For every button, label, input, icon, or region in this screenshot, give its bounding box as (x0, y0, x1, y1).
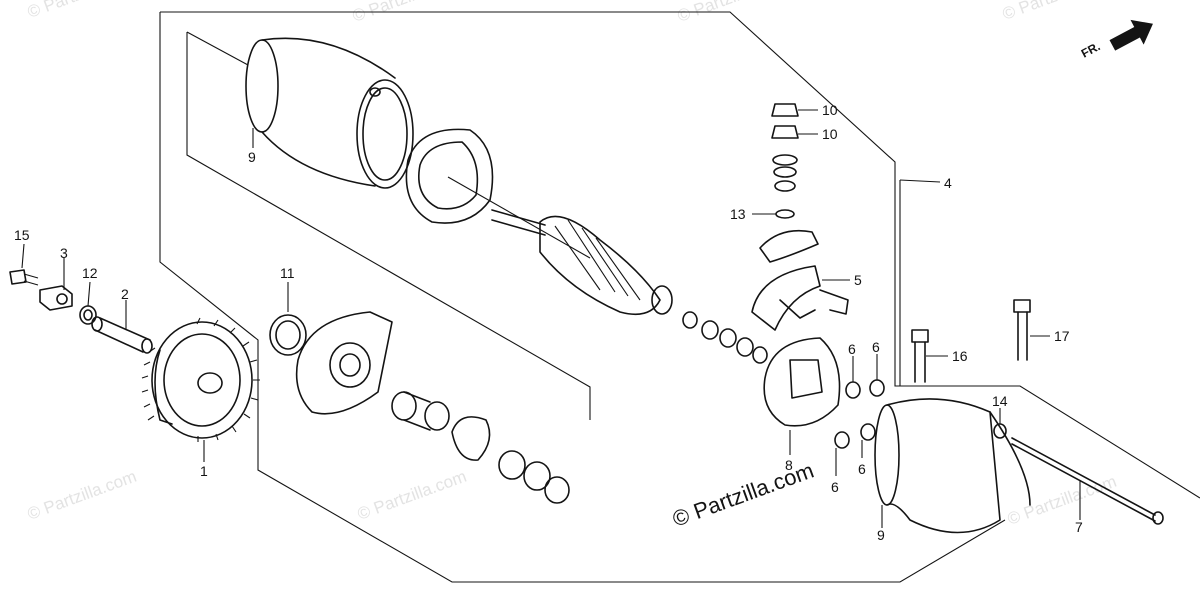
callout-13: 13 (730, 206, 746, 222)
end-plate (405, 128, 494, 224)
terminal-insulator (759, 229, 819, 263)
yoke-box (186, 32, 591, 420)
armature-washers (682, 311, 768, 364)
watermarks: © Partzilla.com © Partzilla.com © Partzi… (25, 0, 1119, 529)
callout-9: 9 (877, 527, 885, 543)
leader-lines (21, 109, 1081, 528)
washers-6 (834, 379, 885, 449)
watermark: © Partzilla.com (350, 0, 464, 26)
watermark: © Partzilla.com (25, 467, 139, 524)
callout-14: 14 (992, 393, 1008, 409)
motor-yoke (245, 37, 414, 189)
callout-4: 4 (944, 175, 952, 191)
callout-6: 6 (872, 339, 880, 355)
bolt-16 (911, 329, 929, 383)
reduction-gear (141, 317, 260, 442)
callout-17: 17 (1054, 328, 1070, 344)
callout-12: 12 (82, 265, 98, 281)
callout-1: 1 (200, 463, 208, 479)
callout-16: 16 (952, 348, 968, 364)
bracket (39, 285, 73, 311)
watermark: © Partzilla.com (1000, 0, 1114, 24)
callout-15: 15 (14, 227, 30, 243)
callout-6: 6 (831, 479, 839, 495)
stopper-plate (451, 416, 491, 461)
rear-cover (874, 398, 1031, 534)
watermark: © Partzilla.com (355, 467, 469, 524)
callout-6: 6 (848, 341, 856, 357)
callout-6: 6 (858, 461, 866, 477)
callout-3: 3 (60, 245, 68, 261)
brush-holder (751, 265, 849, 331)
watermark: © Partzilla.com (675, 0, 789, 26)
front-washers (498, 450, 570, 504)
brush-plate (763, 337, 841, 427)
watermark: © Partzilla.com (1005, 472, 1119, 529)
callout-10: 10 (822, 126, 838, 142)
callout-7: 7 (1075, 519, 1083, 535)
callout-10: 10 (822, 102, 838, 118)
through-bolt (1011, 437, 1164, 525)
bolt-17 (1013, 299, 1031, 361)
front-housing (269, 311, 393, 415)
assembly-border (159, 12, 1006, 583)
bolt (9, 269, 39, 286)
terminal-nuts (771, 103, 799, 219)
assembly-border (160, 11, 1200, 499)
watermark: © Partzilla.com (25, 0, 139, 22)
yoke-box (186, 31, 249, 66)
callout-numbers: 1 2 3 4 5 6 6 6 6 7 8 9 9 10 10 11 12 13… (14, 102, 1083, 543)
callout-2: 2 (121, 286, 129, 302)
needle-bearing (391, 391, 450, 431)
armature (491, 209, 673, 316)
callout-11: 11 (280, 265, 295, 281)
callout-5: 5 (854, 272, 862, 288)
pin (91, 316, 153, 354)
callout-9: 9 (248, 149, 256, 165)
callout-8: 8 (785, 457, 793, 473)
direction-label: FR. (1079, 39, 1103, 60)
front-direction-arrow-icon (1109, 19, 1153, 51)
copyright-text: © Partzilla.com (669, 458, 817, 532)
washer (79, 305, 97, 325)
